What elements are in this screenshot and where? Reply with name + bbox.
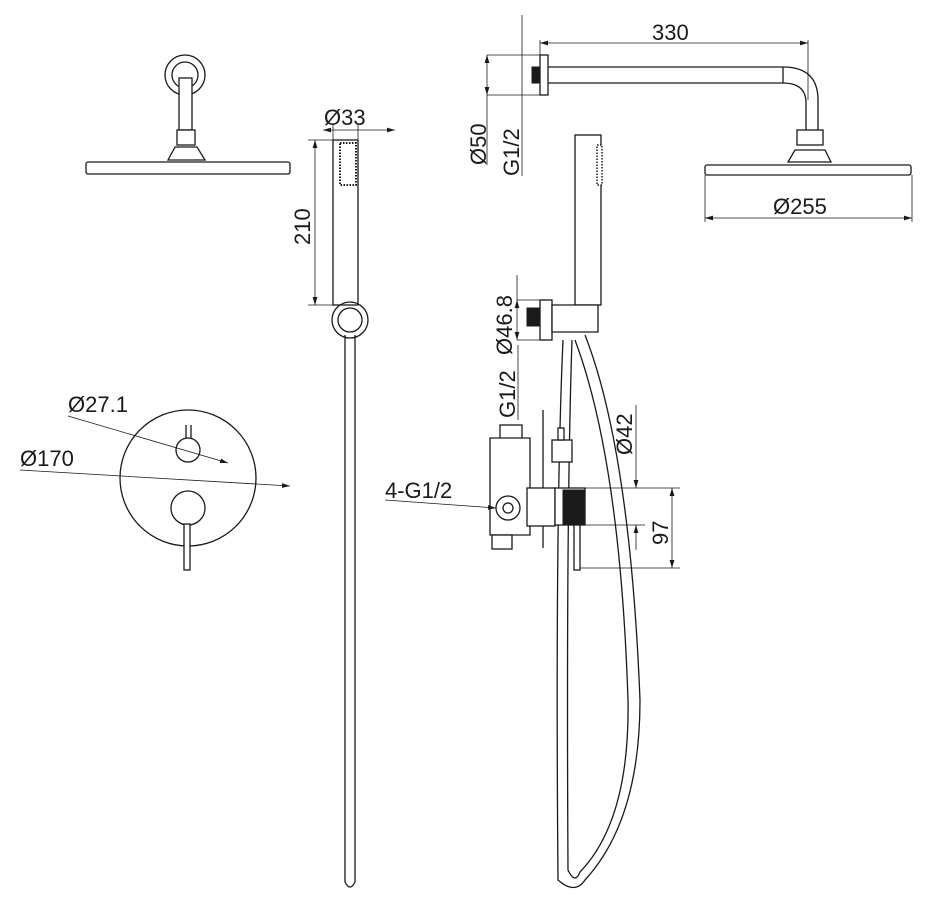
dim-handshower-length: 210 (290, 208, 315, 245)
dim-outlet-diameter: Ø46.8 (492, 295, 517, 355)
dim-handshower-diameter: Ø33 (324, 105, 366, 130)
dim-arm-thread: G1/2 (499, 128, 524, 176)
dim-wall-flange-diameter: Ø50 (466, 123, 491, 165)
dim-knob-diameter: Ø27.1 (68, 392, 128, 417)
showerhead-front-view (85, 54, 291, 175)
dim-spout-diameter: Ø42 (612, 413, 637, 455)
dim-arm-length: 330 (652, 20, 689, 45)
shower-arm-side-view: 330 Ø255 Ø50 G1/2 (466, 15, 913, 222)
valve-side-view: Ø46.8 G1/2 4-G1/2 Ø42 97 (384, 134, 680, 889)
dim-projection: 97 (648, 521, 673, 545)
dim-escutcheon-diameter: Ø170 (20, 446, 74, 471)
handshower-front-view: Ø33 210 (290, 105, 395, 888)
mixer-front-view: Ø27.1 Ø170 (19, 392, 291, 571)
dim-showerhead-diameter: Ø255 (773, 194, 827, 219)
dim-outlet-thread: G1/2 (495, 370, 520, 418)
dim-valve-threads: 4-G1/2 (385, 478, 452, 503)
